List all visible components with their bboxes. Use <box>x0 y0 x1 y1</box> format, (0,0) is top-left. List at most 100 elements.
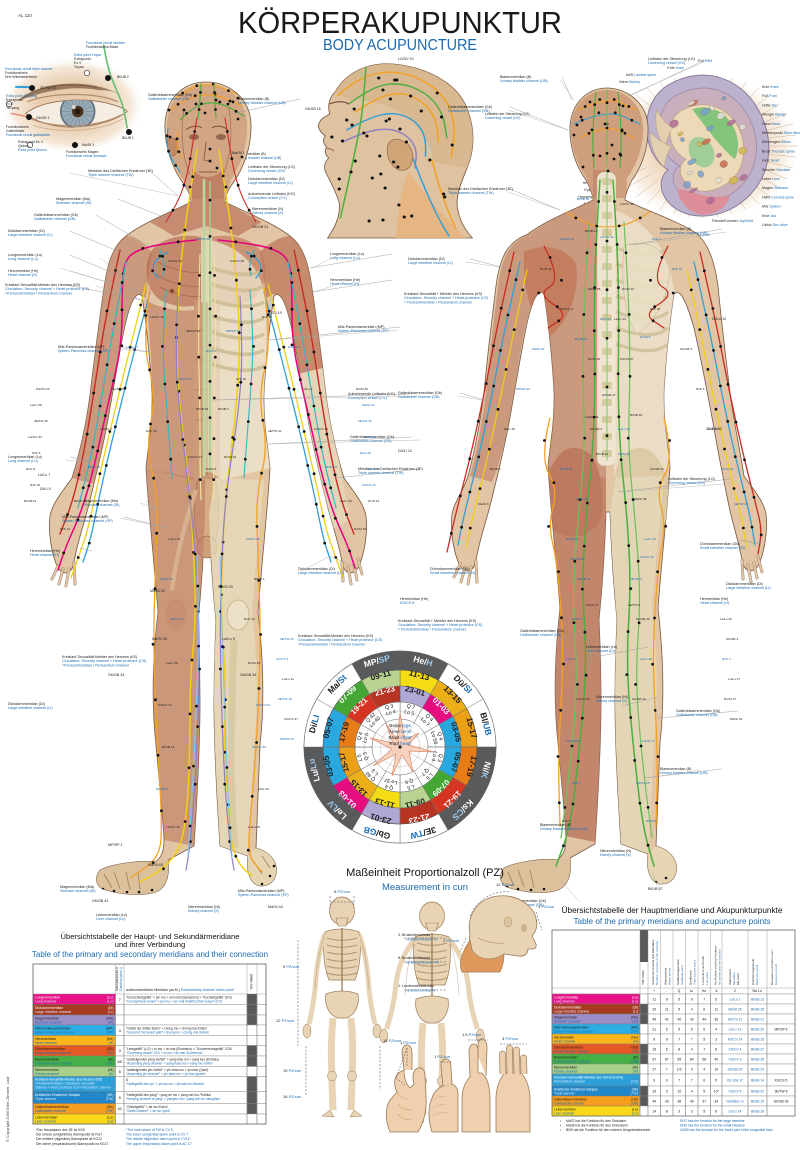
svg-text:KG/CV 39: KG/CV 39 <box>252 745 266 749</box>
svg-text:MP/SP 52: MP/SP 52 <box>226 329 240 333</box>
svg-text:Circulation- Security channel: Circulation- Security channel + Heart pr… <box>5 287 89 291</box>
svg-text:Large intestine channel: Large intestine channel <box>554 1009 589 1013</box>
svg-text:Gallenblasenmeridian (Gb): Gallenblasenmeridian (Gb) <box>148 93 192 97</box>
svg-text:Bl/UB 41: Bl/UB 41 <box>585 229 597 233</box>
svg-text:Large intestine channel (LI): Large intestine channel (LI) <box>408 261 453 265</box>
svg-text:Spleen-Pancreas channel: Spleen-Pancreas channel <box>554 1029 593 1033</box>
svg-text:LG/GV 41: LG/GV 41 <box>600 235 614 239</box>
svg-text:KS/CS 8: KS/CS 8 <box>400 601 414 605</box>
svg-text:36: 36 <box>714 1017 718 1021</box>
svg-text:Knie Knee: Knie Knee <box>667 66 684 70</box>
svg-text:Bl39 hat die Funktion für den: Bl39 hat die Funktion für den unteren Um… <box>566 1128 650 1132</box>
svg-text:Hermeridian (He): Hermeridian (He) <box>400 597 428 601</box>
svg-text:Lu/Lu 27: Lu/Lu 27 <box>708 427 720 431</box>
svg-text:9 PZ/cun: 9 PZ/cun <box>334 889 350 894</box>
svg-text:8: 8 <box>666 1109 668 1113</box>
svg-text:Lung channel (Lu): Lung channel (Lu) <box>8 459 38 463</box>
svg-text:Bl/UB 18: Bl/UB 18 <box>751 1109 764 1113</box>
svg-text:7: 7 <box>678 1037 680 1041</box>
svg-text:Dü/SI 40: Dü/SI 40 <box>356 387 368 391</box>
svg-text:HWS Cervical spine: HWS Cervical spine <box>762 195 794 199</box>
svg-text:1 PZ/cun: 1 PZ/cun <box>400 1040 416 1045</box>
svg-text:The upper /respiratory/ alarm: The upper /respiratory/ alarm point is A… <box>126 1142 192 1146</box>
svg-text:4: 4 <box>715 1027 717 1031</box>
svg-text:Anzahl der Punkte des Meridian: Anzahl der Punkte des Meridians <box>651 939 655 985</box>
svg-text:Blasenmeridian: Blasenmeridian <box>554 1055 577 1059</box>
svg-text:(GB): (GB) <box>106 1109 113 1113</box>
svg-text:vertebra thoracic VIII: vertebra thoracic VIII <box>406 961 439 965</box>
svg-text:45: 45 <box>652 1017 656 1021</box>
svg-text:Kidney channel (K): Kidney channel (K) <box>600 853 631 857</box>
svg-text:Heart channel (H): Heart channel (H) <box>30 553 59 557</box>
svg-text:5: 5 <box>715 1078 717 1082</box>
svg-text:KS/CS 22: KS/CS 22 <box>36 387 50 391</box>
svg-text:Q 7: Q 7 <box>406 703 416 711</box>
svg-text:Functional circuit bladder: Functional circuit bladder <box>86 41 126 45</box>
svg-text:Small intestine channel (SI): Small intestine channel (SI) <box>430 571 475 575</box>
svg-text:Large intestine channel (LI): Large intestine channel (LI) <box>8 233 53 237</box>
svg-text:Urinary bladder channel (UB): Urinary bladder channel (UB) <box>660 771 708 775</box>
svg-text:Bl/UB 3: Bl/UB 3 <box>490 467 501 471</box>
svg-text:(Lu): (Lu) <box>107 996 113 1000</box>
svg-text:12 PZ/cun: 12 PZ/cun <box>276 1018 294 1023</box>
svg-text:Magenmeridian (Ma): Magenmeridian (Ma) <box>56 197 90 201</box>
svg-text:Dü/SI 6: Dü/SI 6 <box>206 467 217 471</box>
svg-text:41: 41 <box>118 1106 123 1111</box>
svg-text:Kreislauf-Sexualität-Meister d: Kreislauf-Sexualität-Meister des Herzens… <box>5 283 80 287</box>
svg-text:Ni/K 32: Ni/K 32 <box>650 307 660 311</box>
svg-text:Luo point: Luo point <box>705 972 709 985</box>
svg-text:Knie Jao: Knie Jao <box>762 214 776 218</box>
svg-text:Urinary bladder channel (UB): Urinary bladder channel (UB) <box>238 101 286 105</box>
svg-text:Gb/GB 34: Gb/GB 34 <box>108 673 124 677</box>
svg-text:Circulation- Security channel: Circulation- Security channel + Heart pr… <box>62 659 146 663</box>
svg-text:Heart channel (H): Heart channel (H) <box>8 273 37 277</box>
svg-text:8: 8 <box>715 1109 717 1113</box>
svg-text:LG/GV 40: LG/GV 40 <box>166 825 180 829</box>
svg-text:Allergie Allergy: Allergie Allergy <box>762 113 786 117</box>
svg-text:Gallbladder channel: Gallbladder channel <box>35 1109 66 1113</box>
svg-text:9: 9 <box>666 1078 668 1082</box>
svg-text:channel + Heart protector /CS/: channel + Heart protector /CS/ Pericardi… <box>35 1086 111 1090</box>
svg-text:Blasenmeridian (B): Blasenmeridian (B) <box>236 152 266 156</box>
svg-text:Urinary bladder channel (UB): Urinary bladder channel (UB) <box>236 156 281 160</box>
svg-text:3E/TW 5: 3E/TW 5 <box>630 577 642 581</box>
svg-text:KG/CV 52: KG/CV 52 <box>256 703 270 707</box>
svg-text:Q 6: Q 6 <box>404 777 414 785</box>
svg-text:7: 7 <box>703 997 705 1001</box>
svg-text:Herzmeridian: Herzmeridian <box>554 1035 574 1039</box>
svg-text:(SI): (SI) <box>108 1051 114 1055</box>
svg-text:Ho-Punkte und ihre Funktion: Ho-Punkte und ihre Funktion <box>714 945 718 985</box>
svg-text:36/TW 12: 36/TW 12 <box>706 427 722 431</box>
svg-text:Dünndarmmeridian (Dü): Dünndarmmeridian (Dü) <box>700 542 740 546</box>
svg-text:Gb/GB 56: Gb/GB 56 <box>566 739 580 743</box>
svg-text:Niere Kidney: Niere Kidney <box>619 80 640 84</box>
svg-text:Circulation- Security channel: Circulation- Security channel + Heart pr… <box>398 623 482 627</box>
svg-text:Ma/St 44: Ma/St 44 <box>268 905 283 909</box>
svg-text:1/2: 1/2 <box>677 1067 682 1071</box>
svg-text:40: 40 <box>690 1099 694 1103</box>
svg-text:3E/TW 35: 3E/TW 35 <box>34 419 48 423</box>
svg-text:Stomach channel (St): Stomach channel (St) <box>60 889 95 893</box>
svg-text:(Ni): (Ni) <box>108 1068 114 1072</box>
svg-text:3: 3 <box>715 1037 717 1041</box>
svg-text:Gallbladder channel (GB): Gallbladder channel (GB) <box>398 395 440 399</box>
svg-text:Bl/UB 39: Bl/UB 39 <box>578 577 590 581</box>
svg-text:KS/CS 25: KS/CS 25 <box>636 781 650 785</box>
svg-text:(SI): (SI) <box>633 1049 638 1053</box>
svg-text:11: 11 <box>652 997 656 1001</box>
svg-text:(MP): (MP) <box>106 1027 114 1031</box>
svg-text:Circulation- Security channel: Circulation- Security channel + Heart pr… <box>404 296 488 300</box>
svg-text:Kreislauf-Sexualität + Meister: Kreislauf-Sexualität + Meister des Herze… <box>398 619 476 623</box>
svg-text:Übersichtstabelle der Haupt- u: Übersichtstabelle der Haupt- und Sekundä… <box>61 932 240 941</box>
svg-text:Ellenbogen Elbow: Ellenbogen Elbow <box>762 140 791 144</box>
svg-text:(Bl): (Bl) <box>633 1055 638 1059</box>
svg-text:KS/CV 14: KS/CV 14 <box>728 1037 743 1041</box>
svg-text:Q: Q <box>678 989 681 993</box>
svg-text:L 3: L 3 <box>371 767 380 776</box>
svg-text:Governing vessel (GV): Governing vessel (GV) <box>248 169 285 173</box>
svg-text:Aufnehmende Leitbahn (KG): Aufnehmende Leitbahn (KG) <box>348 392 395 396</box>
svg-text:Dickdarmmeridian: Dickdarmmeridian <box>35 1006 63 1010</box>
svg-text:YIN-YANG: YIN-YANG <box>250 973 254 990</box>
svg-text:(GB): (GB) <box>631 1101 638 1105</box>
svg-text:Di/LI 29: Di/LI 29 <box>258 787 269 791</box>
